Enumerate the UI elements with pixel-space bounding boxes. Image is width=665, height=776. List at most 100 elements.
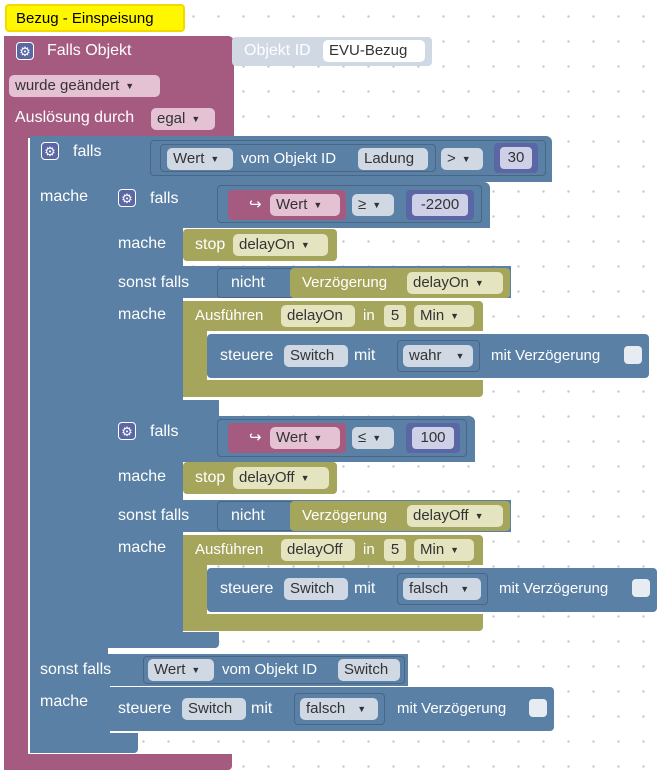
object-id-value[interactable]: Switch <box>338 659 400 681</box>
delay-label: mit Verzögerung <box>491 347 601 364</box>
delay-label: mit Verzögerung <box>499 580 609 597</box>
triangle-down-icon: ▼ <box>460 584 470 594</box>
with-label: mit <box>354 347 376 364</box>
elseif-label: sonst falls <box>40 661 112 678</box>
timeout-label: Ausführen <box>195 307 264 324</box>
timeout-label: Ausführen <box>195 541 264 558</box>
triangle-down-icon: ▼ <box>191 665 201 675</box>
delay-checkbox[interactable] <box>624 346 642 364</box>
control-label: steuere <box>220 347 274 364</box>
triangle-down-icon: ▼ <box>450 311 460 321</box>
do-label: mache <box>118 468 167 485</box>
triangle-down-icon: ▼ <box>357 704 367 714</box>
do-label: mache <box>118 235 167 252</box>
in-label: in <box>363 541 375 558</box>
triangle-down-icon: ▼ <box>372 200 382 210</box>
delay-checkbox[interactable] <box>529 699 547 717</box>
elseif-label: sonst falls <box>118 274 190 291</box>
comment-text: Bezug - Einspeisung <box>16 10 154 27</box>
timer-name-dropdown[interactable]: delayOn▼ <box>233 234 328 256</box>
triangle-down-icon: ▼ <box>474 511 484 521</box>
unit-dropdown[interactable]: Min▼ <box>414 539 474 561</box>
operator-dropdown[interactable]: ≤▼ <box>352 427 394 449</box>
with-label: mit <box>251 700 273 717</box>
gear-icon[interactable]: ⚙ <box>41 142 59 160</box>
object-id-label: Objekt ID <box>244 42 311 59</box>
operator-dropdown[interactable]: ≥▼ <box>352 194 394 216</box>
interval-field[interactable]: 5 <box>384 539 406 561</box>
timer-running-label: Verzögerung <box>302 507 388 524</box>
boolean-dropdown[interactable]: wahr▼ <box>403 345 473 367</box>
timer-running-label: Verzögerung <box>302 274 388 291</box>
object-id-value[interactable]: EVU-Bezug <box>323 40 425 62</box>
do-label: mache <box>118 306 167 323</box>
value-attribute-dropdown[interactable]: Wert▼ <box>167 148 233 170</box>
unit-dropdown[interactable]: Min▼ <box>414 305 474 327</box>
timer-name-field[interactable]: delayOff <box>281 539 355 561</box>
delay-label: mit Verzögerung <box>397 700 507 717</box>
not-label: nicht <box>231 274 265 291</box>
object-id-value[interactable]: Switch <box>182 698 246 720</box>
in-label: in <box>363 307 375 324</box>
control-label: steuere <box>118 700 172 717</box>
timer-name-dropdown[interactable]: delayOff▼ <box>233 467 329 489</box>
triangle-down-icon: ▼ <box>450 545 460 555</box>
timer-name-dropdown[interactable]: delayOff▼ <box>407 505 503 527</box>
triangle-down-icon: ▼ <box>455 351 465 361</box>
if-block-1-left-arm <box>107 182 183 416</box>
do-label: mache <box>40 693 89 710</box>
variable-name-dropdown[interactable]: Wert▼ <box>270 427 340 449</box>
triangle-down-icon: ▼ <box>300 240 310 250</box>
number-field[interactable]: 30 <box>500 147 532 169</box>
if-block-2-bottom <box>107 632 219 648</box>
triangle-down-icon: ▼ <box>313 200 323 210</box>
gear-icon[interactable]: ⚙ <box>16 42 34 60</box>
comment-bubble[interactable]: Bezug - Einspeisung <box>5 4 185 32</box>
variable-name-dropdown[interactable]: Wert▼ <box>270 194 340 216</box>
if-label: falls <box>150 423 179 440</box>
triangle-down-icon: ▼ <box>461 154 471 164</box>
timer-name-dropdown[interactable]: delayOn▼ <box>407 272 503 294</box>
triangle-down-icon: ▼ <box>372 433 382 443</box>
triangle-down-icon: ▼ <box>474 278 484 288</box>
triangle-down-icon: ▼ <box>300 473 310 483</box>
gear-icon[interactable]: ⚙ <box>118 189 136 207</box>
arrow-return-icon: ↪ <box>249 196 262 213</box>
outer-if-bottom <box>30 733 138 753</box>
not-label: nicht <box>231 507 265 524</box>
triangle-down-icon: ▼ <box>313 433 323 443</box>
triangle-down-icon: ▼ <box>210 154 220 164</box>
object-id-label: vom Objekt ID <box>241 150 337 167</box>
triangle-down-icon: ▼ <box>191 114 201 124</box>
number-field[interactable]: -2200 <box>412 194 468 216</box>
arrow-return-icon: ↪ <box>249 429 262 446</box>
gear-icon[interactable]: ⚙ <box>118 422 136 440</box>
operator-dropdown[interactable]: >▼ <box>441 148 483 170</box>
boolean-dropdown[interactable]: falsch▼ <box>300 698 378 720</box>
elseif-label: sonst falls <box>118 507 190 524</box>
interval-field[interactable]: 5 <box>384 305 406 327</box>
delay-checkbox[interactable] <box>632 579 650 597</box>
object-id-value[interactable]: Ladung <box>358 148 428 170</box>
if-label: falls <box>73 143 102 160</box>
timeout-block-bottom <box>183 614 483 631</box>
do-label: mache <box>118 539 167 556</box>
triangle-down-icon: ▼ <box>125 81 135 91</box>
outer-if-left-arm <box>30 136 108 753</box>
boolean-dropdown[interactable]: falsch▼ <box>403 578 481 600</box>
if-block-1-bottom <box>107 400 219 416</box>
trigger-source-label: Auslösung durch <box>15 109 135 126</box>
timer-name-field[interactable]: delayOn <box>281 305 355 327</box>
object-id-value[interactable]: Switch <box>284 345 348 367</box>
if-label: falls <box>150 190 179 207</box>
trigger-source-dropdown[interactable]: egal▼ <box>151 108 215 130</box>
number-field[interactable]: 100 <box>412 427 454 449</box>
stop-label: stop <box>195 469 226 486</box>
object-id-value[interactable]: Switch <box>284 578 348 600</box>
control-label: steuere <box>220 580 274 597</box>
trigger-block-left-arm <box>4 36 28 770</box>
change-type-dropdown[interactable]: wurde geändert▼ <box>9 75 160 97</box>
value-attribute-dropdown[interactable]: Wert▼ <box>148 659 214 681</box>
do-label: mache <box>40 188 89 205</box>
if-block-2-left-arm <box>107 416 183 648</box>
